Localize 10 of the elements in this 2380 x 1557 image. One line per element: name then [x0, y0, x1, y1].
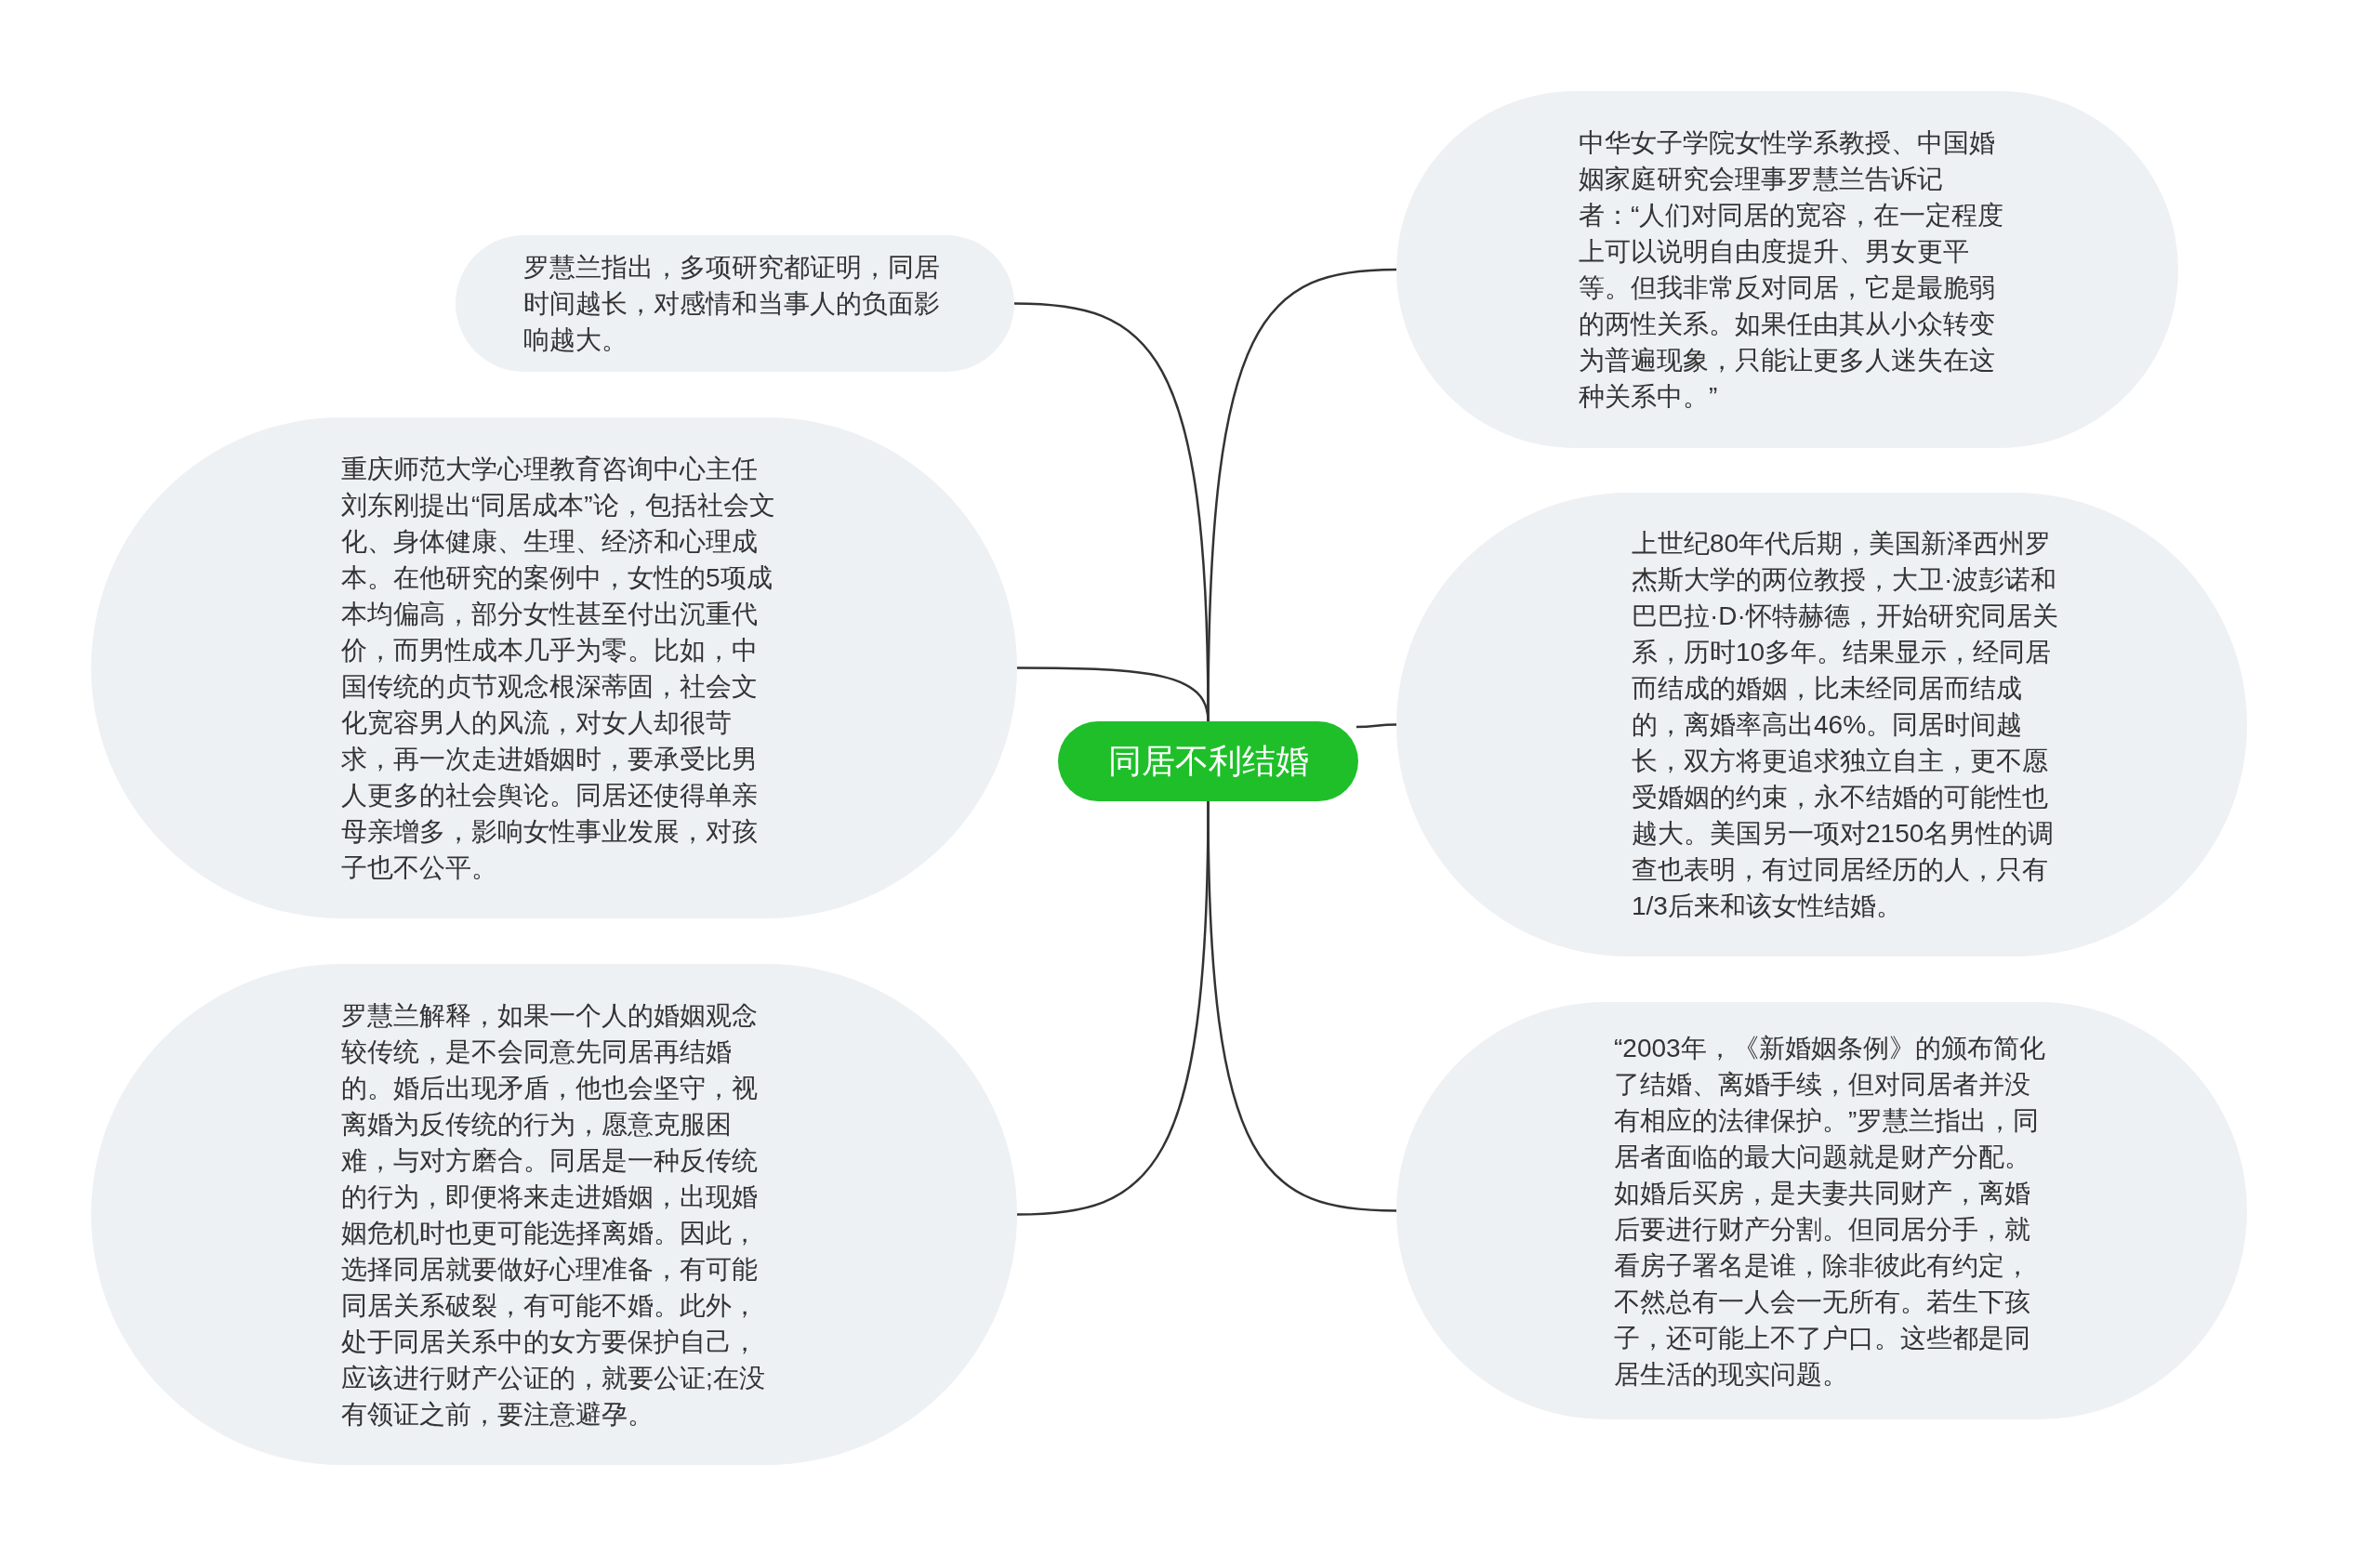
- connector-line: [1356, 723, 1396, 729]
- topic-text: 重庆师范大学心理教育咨询中心主任刘东刚提出“同居成本”论，包括社会文化、身体健康、生理、经济和心理成本。在他研究的案例中，女性的5项成本均偏高，部分女性甚至付出沉重代价，而男性成本几乎为零。比如，中国传统的贞节观念根深蒂固，社会文化宽容男人的风流，对女人却很苛求，再一次走进婚姻时，要承受比男人更多的社会舆论。同居还使得单亲母亲增多，影响女性事业发展，对孩子也不公平。: [341, 453, 776, 884]
- topic-text: 罗慧兰指出，多项研究都证明，同居时间越长，对感情和当事人的负面影响越大。: [523, 252, 941, 356]
- topic-text: 上世纪80年代后期，美国新泽西州罗杰斯大学的两位教授，大卫·波彭诺和巴巴拉·D·怀特赫德，开始研究同居关系，历时10多年。结果显示，经同居而结成的婚姻，比未经同居而结成的，离婚率高出46%。同居时间越长，双方将更追求独立自主，更不愿受婚姻的约束，永不结婚的可能性也越大。美国另一项对2150名男性的调查也表明，有过同居经历的人，只有1/3后来和该女性结婚。: [1632, 528, 2059, 922]
- topic-text: “2003年，《新婚姻条例》的颁布简化了结婚、离婚手续，但对同居者并没有相应的法律保护。”罗慧兰指出，同居者面临的最大问题就是财产分配。如婚后买房，是夫妻共同财产，离婚后要进行财产分割。但同居分手，就看房子署名是谁，除非彼此有约定，不然总有一人会一无所有。若生下孩子，还可能上不了户口。这些都是同居生活的现实问题。: [1614, 1032, 2046, 1391]
- topic-text: 中华女子学院女性学系教授、中国婚姻家庭研究会理事罗慧兰告诉记者：“人们对同居的宽容，在一定程度上可以说明自由度提升、男女更平等。但我非常反对同居，它是最脆弱的两性关系。如果任由其从小众转变为普遍现象，只能让更多人迷失在这种关系中。”: [1579, 127, 2005, 413]
- topic-title: 同居不利结婚: [1107, 741, 1309, 782]
- connector-line: [1207, 268, 1397, 721]
- connector-line: [1207, 801, 1397, 1212]
- topic-text: 罗慧兰解释，如果一个人的婚姻观念较传统，是不会同意先同居再结婚的。婚后出现矛盾，他也会坚守，视离婚为反传统的行为，愿意克服困难，与对方磨合。同居是一种反传统的行为，即便将来走进婚姻，出现婚姻危机时也更可能选择离婚。因此，选择同居就要做好心理准备，有可能同居关系破裂，有可能不婚。此外，处于同居关系中的女方要保护自己，应该进行财产公证的，就要公证;在没有领证之前，要注意避孕。: [341, 999, 766, 1431]
